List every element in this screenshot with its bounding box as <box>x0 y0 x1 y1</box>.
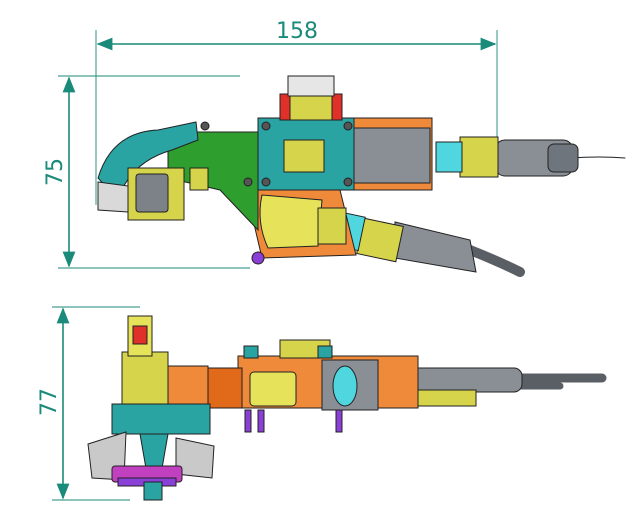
dimension-width-top: 158 <box>95 19 498 205</box>
dimension-height-top: 75 <box>43 75 250 269</box>
dimension-height-side: 77 <box>37 306 140 501</box>
side-view-assembly: 77 <box>37 306 607 501</box>
dimension-label-158: 158 <box>276 19 318 44</box>
dimension-label-77: 77 <box>37 388 62 416</box>
dimension-label-75: 75 <box>43 158 68 186</box>
top-view-assembly: 158 75 <box>43 19 626 277</box>
